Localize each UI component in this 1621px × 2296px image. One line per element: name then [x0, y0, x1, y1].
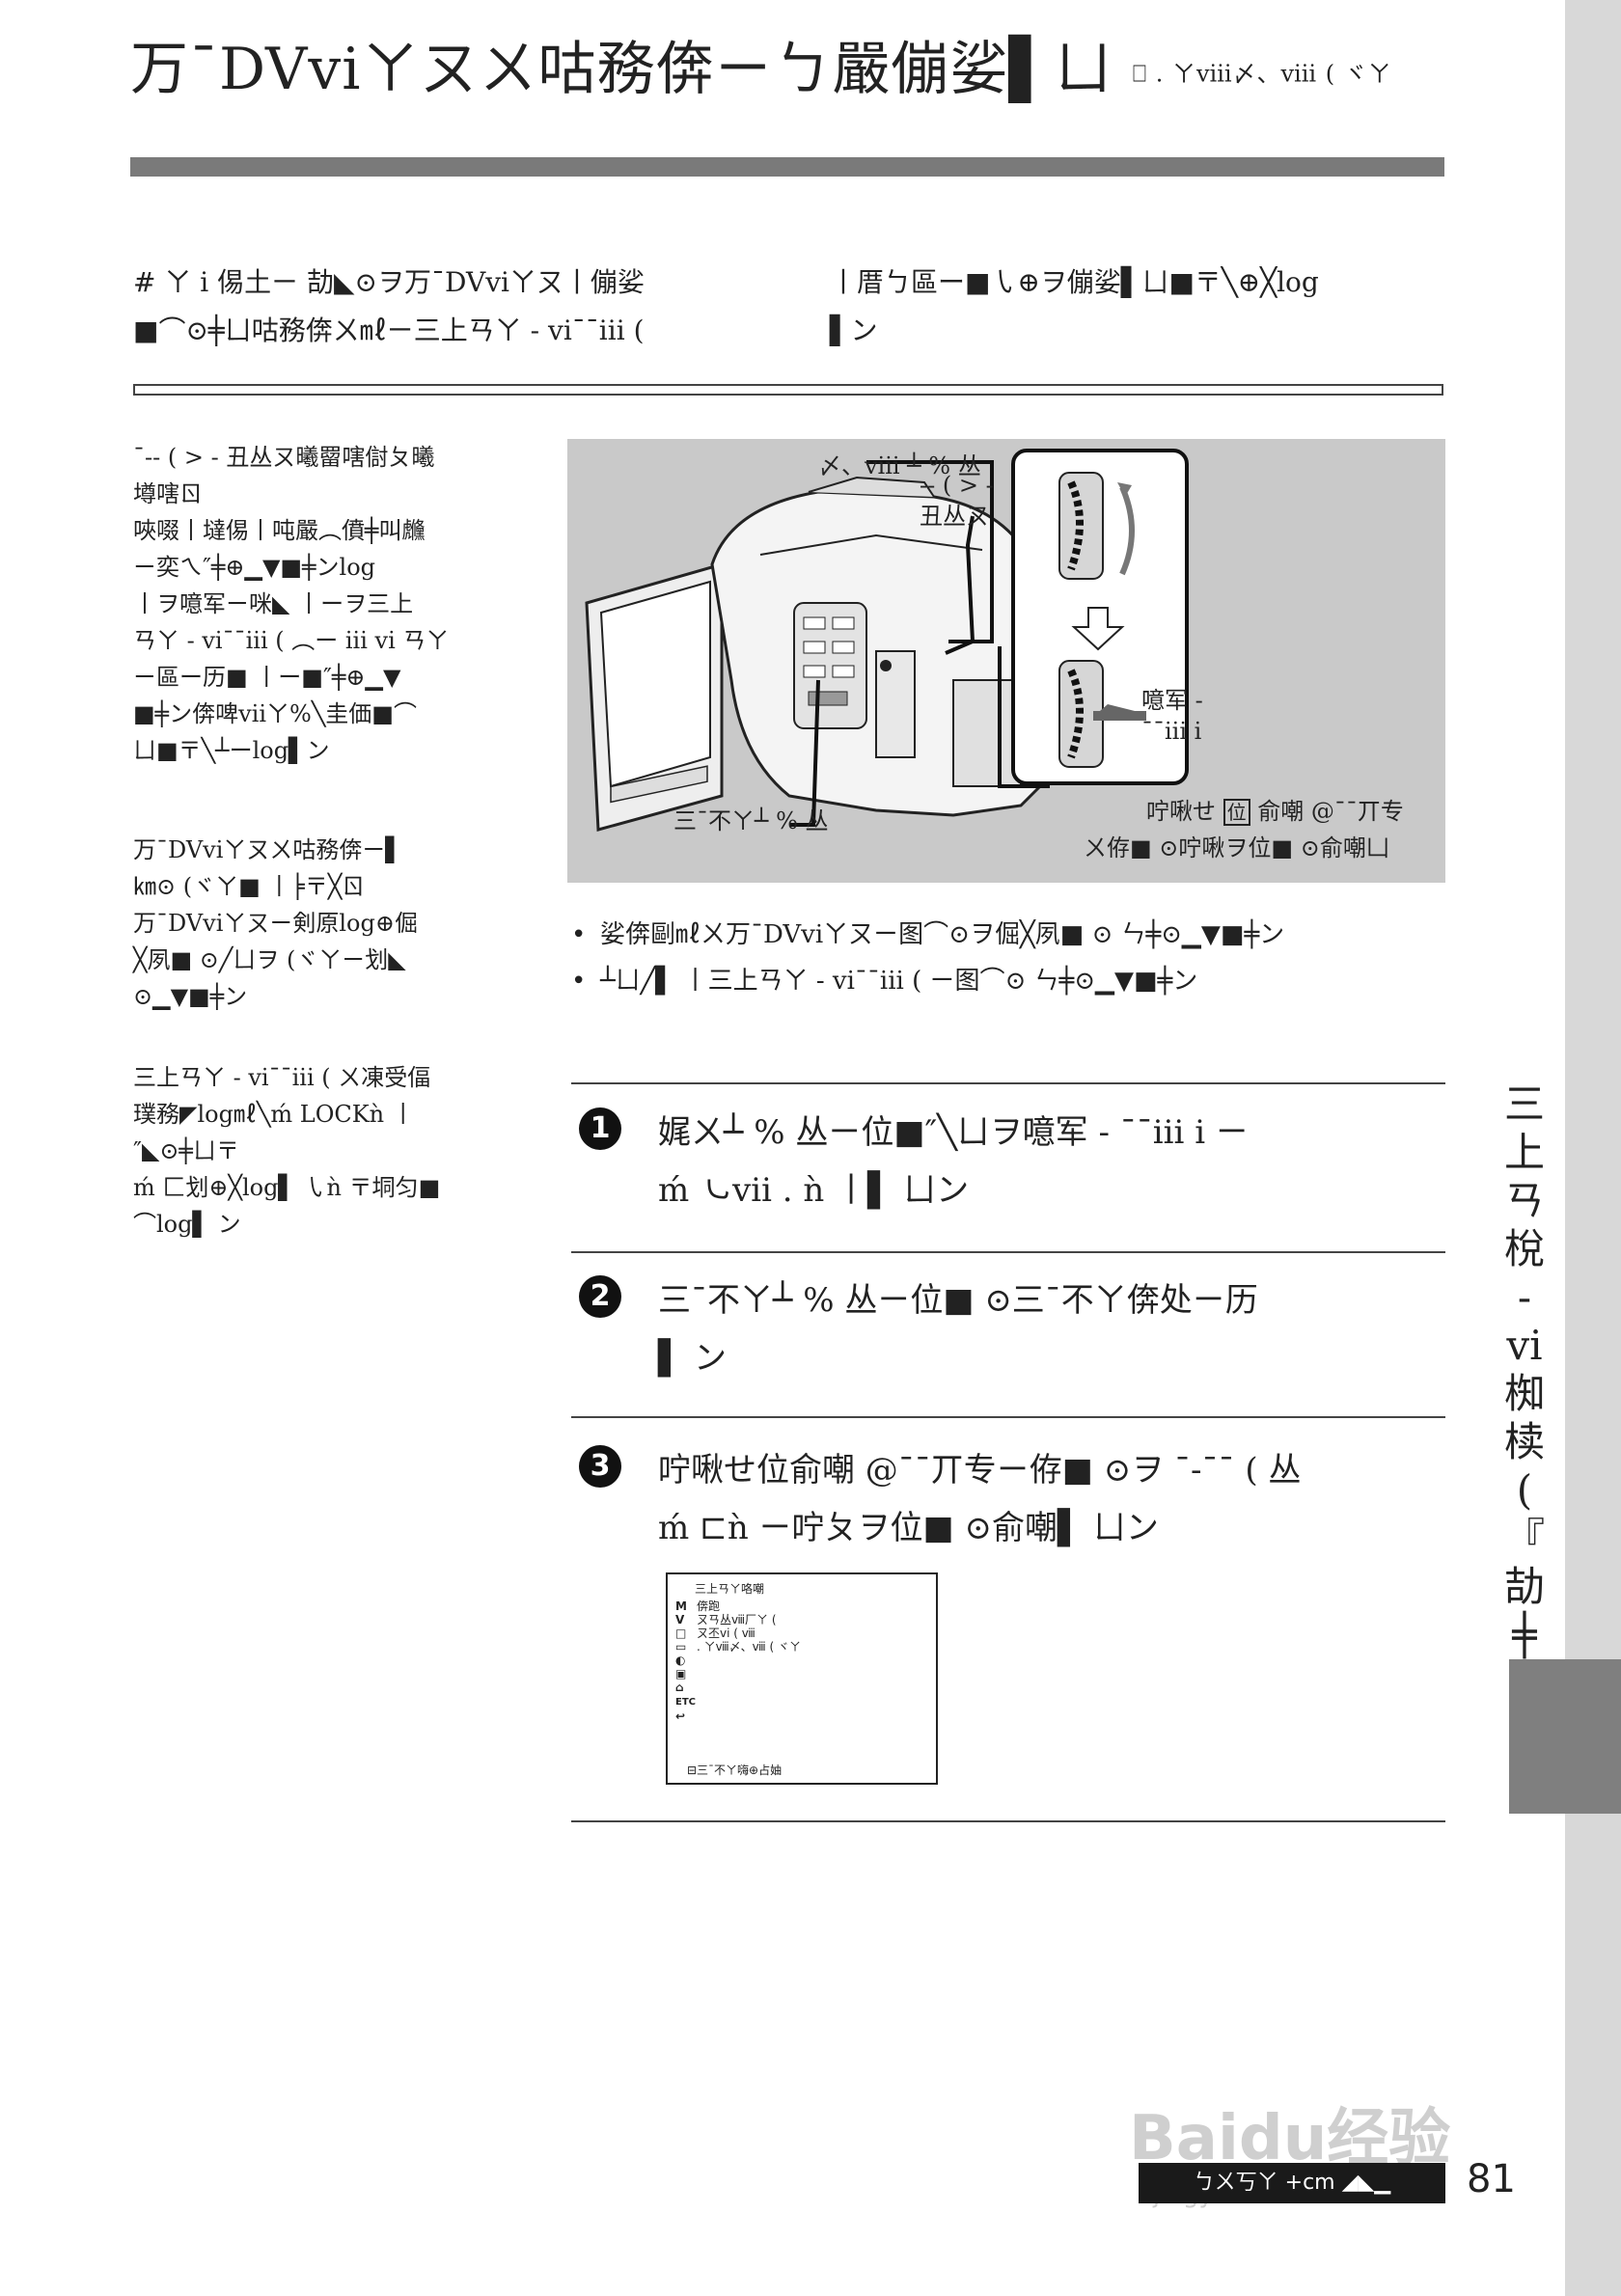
step-2-text: 三¯不ㄚ┴ % 丛ㄧ位■ ⊙三¯不ㄚ倴处ㄧ历 ▌ ン: [658, 1281, 1258, 1378]
note-bullet-list: 娑倴剾㎖ㄨ万¯DVviㄚㄡㄧ图⌒⊙ヲ倔╳夙■ ⊙ ㄣ╪⊙▁▼■╪ン ┴ㄩ╱▌ 丨…: [571, 912, 1444, 1004]
control-buttons: [803, 616, 855, 706]
callout-bottom: 三¯不ㄚ┴ % 丛: [673, 807, 829, 834]
step-1-text: 娓ㄨ┴ % 丛ㄧ位■″╲ㄩヲ噫军 - ¯¯iii i ㄧ ḿ ㇃ⅶ . ǹ 丨▌…: [658, 1113, 1249, 1210]
step-divider: [571, 1082, 1445, 1084]
menu-footer: ⊟三¯不ㄚ嗨⊕占妯: [687, 1763, 783, 1777]
menu-item: ◐: [675, 1654, 801, 1667]
menu-item: ▣: [675, 1667, 801, 1681]
page-number: 81: [1467, 2157, 1516, 2201]
menu-icon: ETC: [675, 1697, 696, 1708]
side-chapter-marker: [1509, 1659, 1621, 1814]
menu-icon: ↩: [675, 1709, 686, 1723]
section-end-rule: [571, 1820, 1445, 1822]
lcd-screen: [585, 562, 724, 832]
menu-icon: ▣: [675, 1667, 687, 1681]
menu-item: M 倴跑: [675, 1599, 801, 1613]
callout-top: 〆、ⅷ ┴ % 丛: [818, 452, 981, 479]
menu-item: ▭ . ㄚⅷ〆、ⅷ ( ヾㄚ: [675, 1640, 801, 1654]
side-chapter-text: 三 上 ㄢ 梲 - vi 椥 椟 ( 『 劼 ╪: [1503, 1080, 1545, 1658]
intro-column-right: 丨厝ㄅ區ー■㇂⊕ヲ傰娑▌ㄩ■〒╲⊕╳log ▌ン: [830, 266, 1319, 346]
camcorder-illustration: [585, 449, 1189, 832]
intro-column-left: # ㄚ i 㑥土ㄧ 劼◣⊙ヲ万¯DVviㄚㄡ丨傰娑 ■⌒⊙╪ㄩ咕務倴ㄨ㎖ㄧ三上ㄢ…: [133, 266, 645, 346]
menu-icon: ⌂: [675, 1681, 684, 1694]
page-title-suffix: ⎕ . ㄚⅷ〆、ⅷ ( ヾㄚ: [1132, 60, 1392, 88]
menu-header: 三上ㄢㄚ咯嘲: [695, 1582, 765, 1596]
menu-label: ㄡ丕vi ( ⅷ: [697, 1626, 756, 1640]
title-rule: [130, 157, 1444, 177]
step-2-number: 2: [579, 1275, 621, 1318]
menu-icon: M: [675, 1599, 687, 1613]
caption-key-box: 位: [1223, 799, 1250, 826]
step-1-number: 1: [579, 1107, 621, 1150]
watermark-logo: Baidu经验: [1129, 2103, 1451, 2174]
page-title-main: 万¯DVviㄚㄡㄨ咕務倴ㄧㄅ嚴傰娑▌ㄩ: [130, 36, 1113, 103]
intro-rule: [133, 384, 1443, 396]
dial-inset: [1011, 449, 1189, 785]
menu-screen: 三上ㄢㄚ咯嘲 M 倴跑 V ㄡㄢ丛ⅷ厂ㄚ ( □ ㄡ丕vi ( ⅷ ▭ . ㄚⅷ〆、ⅷ …: [666, 1572, 938, 1785]
menu-label: . ㄚⅷ〆、ⅷ ( ヾㄚ: [697, 1640, 802, 1654]
list-item: 娑倴剾㎖ㄨ万¯DVviㄚㄡㄧ图⌒⊙ヲ倔╳夙■ ⊙ ㄣ╪⊙▁▼■╪ン: [571, 912, 1444, 958]
step-divider: [571, 1416, 1445, 1418]
menu-item: ⌂: [675, 1681, 801, 1694]
caption-text-b: 俞嘲 @¯¯丌专: [1257, 798, 1404, 825]
camcorder-figure: 〆、ⅷ ┴ % 丛 -- ( > - 丑丛ㄡ 噫军 - ¯¯iii i 三¯不ㄚ…: [567, 439, 1445, 883]
callout-lines: [789, 460, 1050, 827]
menu-icon: □: [675, 1626, 687, 1640]
callout-right-upper: -- ( > - 丑丛ㄡ: [920, 472, 994, 530]
sidebar-note-3: 三上ㄢㄚ - vi¯¯iii ( ㄨ凍受偪 璞務◤log㎖╲ḿ LOCKǹ 丨 …: [133, 1064, 441, 1238]
menu-icon: ▭: [675, 1640, 687, 1654]
menu-icon: ◐: [675, 1654, 686, 1667]
camera-body: [710, 476, 1090, 817]
menu-item: □ ㄡ丕vi ( ⅷ: [675, 1626, 801, 1640]
list-item: ┴ㄩ╱▌ 丨三上ㄢㄚ - vi¯¯iii ( ㄧ图⌒⊙ ㄣ╪⊙▁▼■╪ン: [571, 958, 1444, 1004]
menu-item: ETC: [675, 1694, 801, 1709]
menu-label: ㄡㄢ丛ⅷ厂ㄚ (: [697, 1613, 777, 1626]
step-3-text: 咛啾せ位俞嘲 @¯¯丌专ㄧ侟■ ⊙ヲ ¯-¯¯ ( 丛 ḿ ⊏ǹ ㄧ咛ㄆヲ位■ …: [658, 1451, 1302, 1547]
menu-icon: V: [675, 1613, 685, 1626]
sidebar-note-2: 万¯DVviㄚㄡㄨ咕務倴ㄧ▌ ㎞⊙ (ヾㄚ■ 丨╞〒╳ㄖ 万¯DVviㄚㄡㄧ剣原…: [133, 836, 418, 1010]
callout-right-lower: 噫军 - ¯¯iii i: [1141, 687, 1203, 745]
sidebar-note-1: ¯-- ( > - 丑丛ㄡ曦罶嗐傠ㄆ曦 墫嗐ㄖ 唊啜丨墶㑥丨吨嚴︵僨╪叫虪 ㄧ奕…: [133, 444, 450, 764]
menu-item: ↩: [675, 1709, 801, 1723]
step-3-number: 3: [579, 1445, 621, 1488]
caption-text-a: 咛啾せ: [1146, 798, 1216, 825]
side-chapter-label: 三 上 ㄢ 梲 - vi 椥 椟 ( 『 劼 ╪: [1486, 1080, 1563, 1659]
side-thumb-tab: [1565, 0, 1621, 2296]
step-divider: [571, 1251, 1445, 1253]
page-title: 万¯DVviㄚㄡㄨ咕務倴ㄧㄅ嚴傰娑▌ㄩ ⎕ . ㄚⅷ〆、ⅷ ( ヾㄚ: [130, 41, 1392, 98]
figure-caption-line1: 咛啾せ 位 俞嘲 @¯¯丌专: [1146, 796, 1404, 828]
footer-chapter-box: ㄅㄨ丂ㄚ +cm ◢◣▁: [1139, 2163, 1445, 2203]
menu-item: V ㄡㄢ丛ⅷ厂ㄚ (: [675, 1613, 801, 1626]
figure-caption-line2: ㄨ侟■ ⊙咛啾ヲ位■ ⊙俞嘲凵: [1084, 834, 1389, 861]
menu-label: 倴跑: [697, 1599, 721, 1613]
